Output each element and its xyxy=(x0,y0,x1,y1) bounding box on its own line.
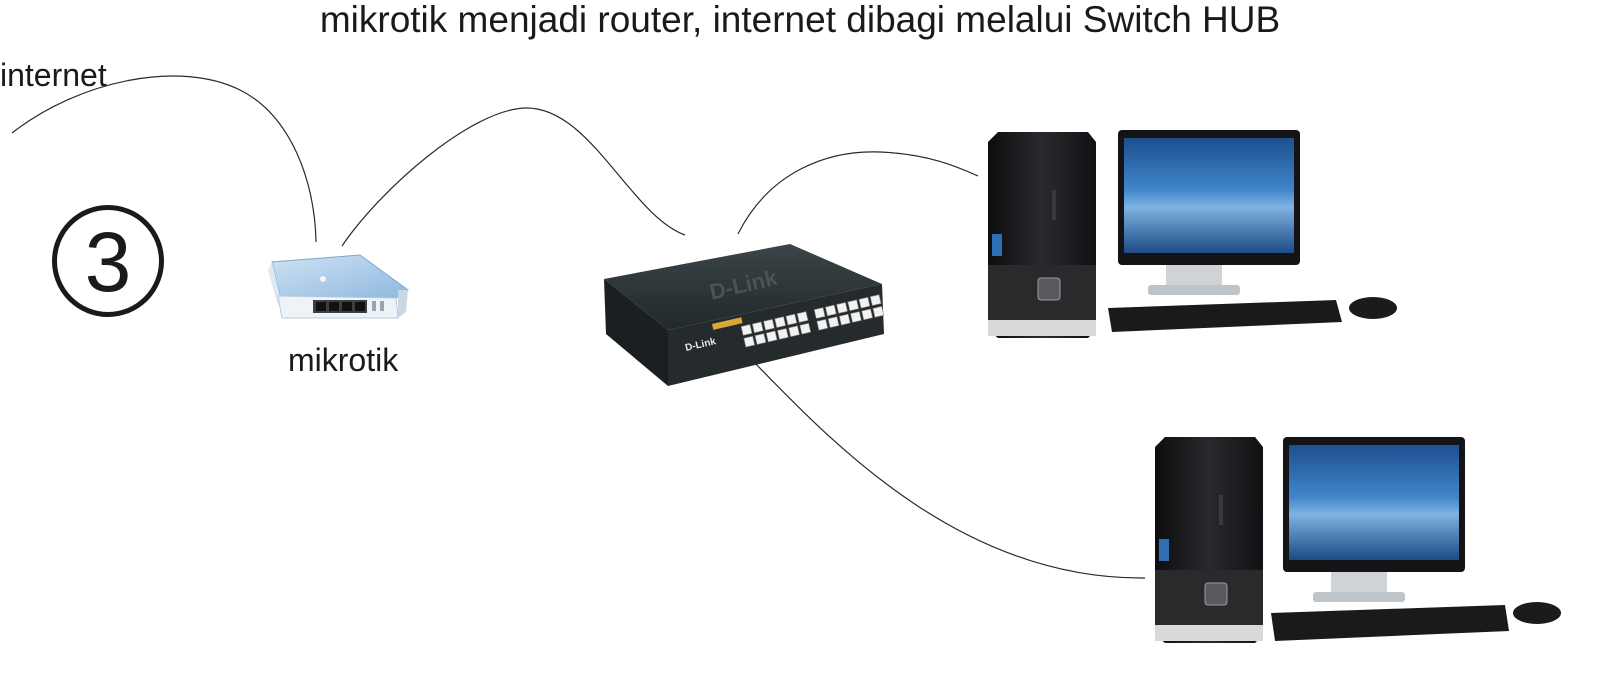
switch-port xyxy=(774,316,786,328)
cable-internet-to-mikrotik xyxy=(11,75,317,243)
router-icon xyxy=(268,254,409,319)
switch-port xyxy=(740,324,753,336)
switch-port xyxy=(825,304,837,317)
switch-port xyxy=(788,325,800,338)
switch-port xyxy=(847,299,859,312)
switch-port xyxy=(816,318,829,331)
switch-port xyxy=(872,306,885,318)
switch-port xyxy=(785,313,798,326)
cable-switch-to-pc-1 xyxy=(737,151,979,235)
desktop-computer-icon xyxy=(1155,437,1561,643)
switch-port xyxy=(796,311,809,323)
switch-port xyxy=(799,322,812,335)
mikrotik-label: mikrotik xyxy=(288,342,399,378)
switch-port xyxy=(777,328,789,340)
desktop-computer-icon xyxy=(988,130,1397,338)
switch-port xyxy=(827,316,840,328)
switch-port xyxy=(765,330,778,343)
network-switch-icon: D-Link D-Link xyxy=(604,244,885,386)
switch-port xyxy=(850,311,862,323)
switch-port xyxy=(763,318,775,331)
cable-mikrotik-to-switch xyxy=(341,107,686,247)
switch-port xyxy=(861,308,873,321)
switch-port xyxy=(858,296,871,309)
internet-label: internet xyxy=(0,57,107,93)
cable-switch-to-pc-2 xyxy=(751,359,1146,579)
step-number: 3 xyxy=(84,215,132,309)
switch-port xyxy=(869,294,882,306)
switch-port xyxy=(743,335,756,348)
diagram-title: mikrotik menjadi router, internet dibagi… xyxy=(319,0,1281,40)
switch-port xyxy=(838,313,851,326)
switch-port xyxy=(813,307,826,319)
switch-port xyxy=(836,302,848,314)
switch-port xyxy=(754,333,767,345)
step-number-badge: 3 xyxy=(52,205,164,317)
switch-port xyxy=(751,321,764,334)
